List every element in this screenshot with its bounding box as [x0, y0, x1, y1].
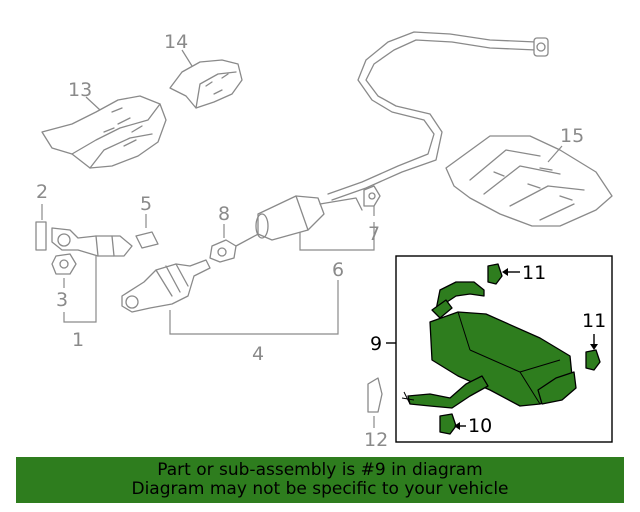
underbody-shield-part-15 — [445, 135, 613, 227]
rubber-hanger-part-11-right — [585, 349, 601, 371]
callout-9: 9 — [370, 333, 382, 355]
callout-1: 1 — [72, 329, 84, 351]
callout-6: 6 — [332, 259, 344, 281]
clamp-part-8 — [209, 239, 237, 263]
catalytic-converter-part-4 — [121, 259, 211, 313]
heat-shield-part-13 — [41, 95, 167, 169]
leader-6 — [299, 222, 375, 251]
arrow-11-upper — [502, 268, 508, 276]
hanger-part-7 — [363, 185, 381, 207]
callout-11-right: 11 — [582, 310, 606, 332]
leader-13 — [85, 96, 101, 111]
callout-11-upper: 11 — [522, 262, 546, 284]
gasket-part-2 — [35, 221, 47, 251]
muffler-assembly-part-9 — [401, 281, 577, 409]
info-banner: Part or sub-assembly is #9 in diagram Di… — [16, 457, 624, 503]
callout-4: 4 — [252, 343, 264, 365]
heat-shield-part-14 — [169, 59, 243, 109]
callout-3: 3 — [56, 289, 68, 311]
banner-line-1: Part or sub-assembly is #9 in diagram — [157, 460, 483, 480]
rubber-hanger-part-11-upper — [487, 263, 503, 285]
rubber-hanger-part-10 — [439, 413, 457, 435]
callout-14: 14 — [164, 31, 188, 53]
callout-8: 8 — [218, 203, 230, 225]
arrow-11-right — [590, 344, 598, 350]
callout-10: 10 — [468, 415, 492, 437]
callout-13: 13 — [68, 79, 92, 101]
resonator-part-6 — [235, 195, 363, 247]
leader-15 — [547, 145, 563, 163]
leader-14 — [181, 49, 193, 67]
exhaust-system-diagram: 13 14 15 2 3 1 5 — [35, 31, 613, 451]
gasket-part-12 — [367, 377, 383, 413]
arrow-10 — [454, 422, 460, 430]
gasket-part-3 — [51, 253, 77, 275]
callout-5: 5 — [140, 193, 152, 215]
callout-15: 15 — [560, 125, 584, 147]
leader-4 — [169, 280, 339, 335]
callout-12: 12 — [364, 429, 388, 451]
leader-1 — [63, 256, 97, 323]
clamp-part-5 — [135, 231, 159, 249]
front-pipe-part-1 — [51, 227, 133, 257]
exhaust-pipe-main — [327, 31, 549, 201]
callout-2: 2 — [36, 181, 48, 203]
banner-line-2: Diagram may not be specific to your vehi… — [131, 479, 509, 499]
